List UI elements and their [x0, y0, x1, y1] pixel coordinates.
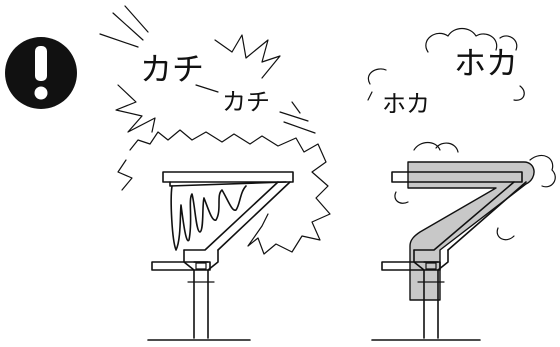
sound-text-kachi-small: カチ [222, 88, 270, 116]
sound-text-hoka-small: ホカ [382, 90, 430, 118]
stand-warm [371, 171, 527, 341]
right-scene: ホカ ホカ [367, 27, 556, 341]
sound-text-kachi-large: カチ [140, 50, 204, 88]
steam-puffs-top [367, 27, 525, 101]
impact-rays-left [99, 5, 149, 48]
stand-frozen [147, 171, 294, 341]
exclamation-warning-icon [5, 37, 77, 109]
left-scene: カチ カチ [99, 5, 331, 341]
frost-cloud [117, 129, 331, 255]
sound-text-hoka-large: ホカ [454, 44, 518, 82]
steam-puffs-side [394, 141, 556, 241]
impact-burst-lines [115, 34, 316, 134]
